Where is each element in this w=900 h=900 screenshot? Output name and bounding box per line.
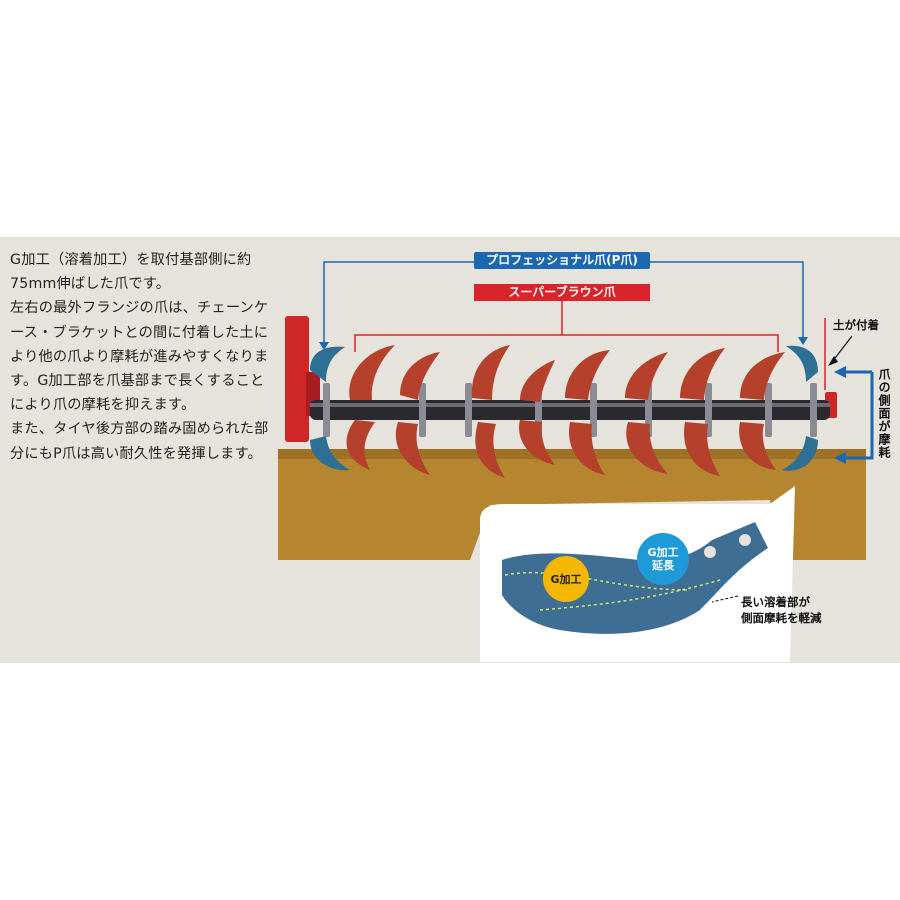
pro-bracket-line (323, 261, 804, 345)
soil-attached-note: 土が付着 (833, 318, 879, 332)
claw (310, 436, 350, 471)
claw (565, 350, 610, 400)
super-brown-claw-label: スーパーブラウン爪 (474, 284, 650, 301)
claw (625, 352, 668, 400)
g-process-badge: G加工 (543, 556, 589, 602)
claw (519, 420, 555, 465)
weld-pointer (711, 595, 739, 603)
claw (782, 436, 818, 471)
side-wear-arrow-head-bottom (834, 452, 846, 464)
claw-detail-highlight (504, 571, 691, 591)
description-text: G加工（溶着加工）を取付基部側に約75mm伸ばした爪です。 左右の最外フランジの… (10, 248, 272, 466)
g-extension-line1: G加工 (647, 546, 679, 559)
soil-pointer-head (828, 356, 838, 366)
flange (419, 383, 426, 437)
soil-shadow (278, 449, 866, 459)
long-weld-line2: 側面摩耗を軽減 (741, 611, 822, 625)
claw (400, 352, 440, 400)
flange (465, 383, 472, 437)
claw (786, 345, 818, 382)
long-weld-note: 長い溶着部が 側面摩耗を軽減 (741, 594, 822, 626)
flange (323, 383, 330, 437)
claw (395, 422, 430, 475)
super-brown-claws (346, 345, 785, 478)
claw (739, 422, 776, 470)
flange (810, 383, 817, 437)
soil-ground (278, 449, 866, 560)
flange (765, 383, 772, 437)
claw (310, 346, 345, 382)
claw (475, 422, 505, 478)
pro-arrow-left (319, 342, 329, 350)
bolt-hole (739, 534, 751, 546)
pro-claws (310, 345, 818, 471)
claw-detail (502, 522, 768, 634)
pro-claw-label: プロフェッショナル爪(P爪) (474, 252, 650, 269)
flange (705, 383, 712, 437)
claw (626, 422, 668, 474)
claw (740, 352, 785, 400)
claw (680, 348, 725, 400)
long-weld-line1: 長い溶着部が (741, 595, 810, 609)
description-paragraph-2: 左右の最外フランジの爪は、チェーンケース・ブラケットとの間に付着した土により他の… (10, 300, 269, 414)
claw-detail-highlight (539, 579, 721, 611)
super-bracket-line (354, 301, 779, 352)
rotor-shaft-highlight (310, 403, 830, 407)
soil-pointer (831, 335, 853, 363)
claw (349, 345, 395, 400)
claw (346, 420, 375, 470)
g-extension-line2: 延長 (652, 559, 674, 572)
description-paragraph-3: また、タイヤ後方部の踏み固められた部分にもP爪は高い耐久性を発揮します。 (10, 421, 269, 462)
flange (590, 383, 597, 437)
pro-arrow-right (798, 337, 808, 345)
claw (471, 345, 510, 400)
g-extension-badge: G加工 延長 (637, 533, 689, 585)
side-wear-note: 爪の側面が摩耗 (877, 368, 891, 459)
bolt-hole (704, 546, 716, 558)
claw (684, 422, 720, 476)
claw (520, 360, 555, 402)
claw (569, 422, 605, 475)
side-wear-arrow (842, 370, 874, 460)
chain-case-left (285, 316, 309, 442)
side-wear-arrow-head-top (834, 366, 846, 378)
description-paragraph-1: G加工（溶着加工）を取付基部側に約75mm伸ばした爪です。 (10, 252, 252, 293)
